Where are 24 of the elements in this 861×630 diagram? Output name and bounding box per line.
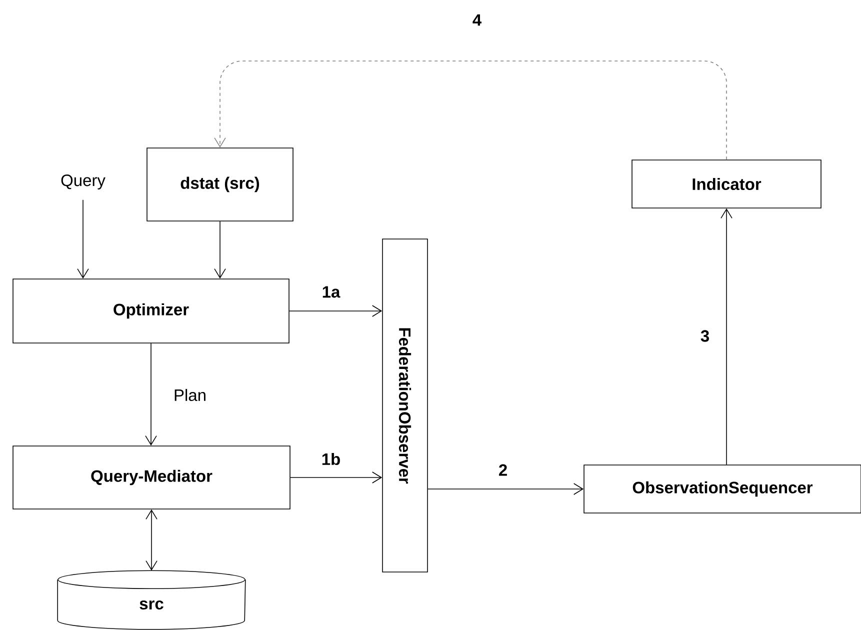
arrow (720, 208, 732, 465)
edge-label: 3 (699, 329, 711, 343)
arrow (428, 483, 584, 495)
arrow (290, 472, 382, 484)
component-box: Query-Mediator (12, 446, 290, 510)
edge-label: 4 (471, 13, 483, 27)
arrow (77, 199, 89, 279)
edge-label: 1b (320, 452, 342, 466)
arrow (289, 305, 382, 317)
arrow (145, 343, 157, 446)
component-box: FederationObserver (382, 238, 428, 572)
edge-label: 1a (320, 285, 342, 299)
edge-label: 2 (497, 463, 509, 477)
component-box: ObservationSequencer (584, 464, 861, 514)
component-box: dstat (src) (146, 148, 294, 222)
arrow (214, 60, 727, 160)
arrow (214, 221, 226, 279)
component-box: Optimizer (12, 278, 290, 344)
node-label: src (140, 600, 164, 610)
input-label: Query (61, 174, 106, 190)
database-cylinder: src (57, 570, 246, 630)
edge-label: Plan (172, 388, 208, 402)
arrow (146, 509, 158, 571)
component-box: Indicator (632, 160, 822, 208)
